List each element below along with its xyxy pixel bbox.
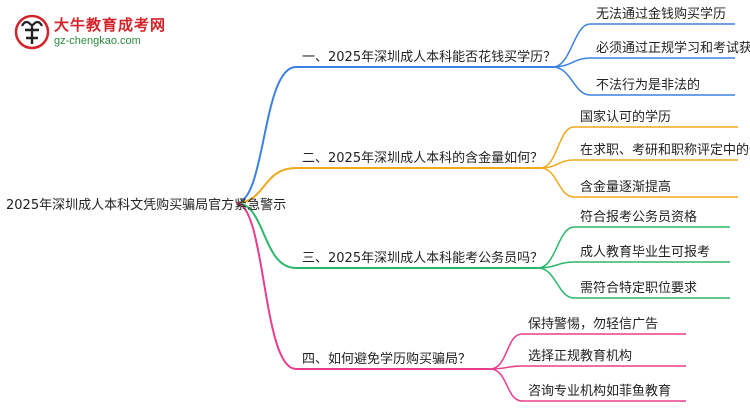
child-label-1-2: 必须通过正规学习和考试获取 (596, 40, 750, 56)
branch-connector-3 (235, 202, 297, 269)
child-label-2-2: 在求职、考研和职称评定中的作用 (580, 142, 750, 158)
child-connector-1-2 (552, 57, 591, 68)
child-connector-2-1 (539, 126, 575, 169)
child-connector-2-3 (539, 167, 575, 198)
branch-label-1: 一、2025年深圳成人本科能否花钱买学历？ (302, 49, 556, 65)
bull-logo-icon (14, 14, 50, 50)
branch-label-3: 三、2025年深圳成人本科能考公务员吗？ (302, 250, 543, 266)
logo-url: gz-chengkao.com (54, 35, 141, 47)
child-label-1-3: 不法行为是非法的 (596, 77, 700, 93)
site-logo[interactable]: 大牛教育成考网 gz-chengkao.com (8, 8, 198, 54)
child-label-3-3: 需符合特定职位要求 (580, 280, 697, 296)
mindmap-edges (235, 23, 738, 402)
child-label-2-3: 含金量逐渐提高 (580, 179, 671, 195)
child-label-4-2: 选择正规教育机构 (528, 348, 632, 364)
branch-connector-4 (235, 202, 297, 370)
child-label-3-2: 成人教育毕业生可报考 (580, 244, 710, 260)
child-label-3-1: 符合报考公务员资格 (580, 209, 697, 225)
branch-connector-1 (235, 66, 297, 204)
branch-connector-2 (235, 167, 297, 204)
child-label-1-1: 无法通过金钱购买学历 (596, 6, 726, 22)
mindmap-nodes: 一、2025年深圳成人本科能否花钱买学历？ 无法通过金钱购买学历必须通过正规学习和… (302, 6, 750, 399)
child-label-4-3: 咨询专业机构如菲鱼教育 (528, 383, 671, 399)
logo-title: 大牛教育成考网 (54, 16, 167, 34)
branch-label-4: 四、如何避免学历购买骗局？ (302, 351, 471, 367)
child-connector-4-1 (489, 333, 523, 370)
child-connector-3-1 (537, 226, 575, 269)
child-connector-1-1 (552, 23, 591, 68)
branch-label-2: 二、2025年深圳成人本科的含金量如何？ (302, 150, 543, 166)
child-label-2-1: 国家认可的学历 (580, 109, 671, 125)
root-topic: 2025年深圳成人本科文凭购买骗局官方紧急警示 (6, 197, 286, 213)
child-connector-4-3 (489, 368, 523, 402)
child-connector-3-2 (537, 261, 575, 269)
child-connector-1-3 (552, 66, 591, 96)
child-connector-3-3 (537, 267, 575, 299)
child-label-4-1: 保持警惕，勿轻信广告 (528, 316, 658, 332)
